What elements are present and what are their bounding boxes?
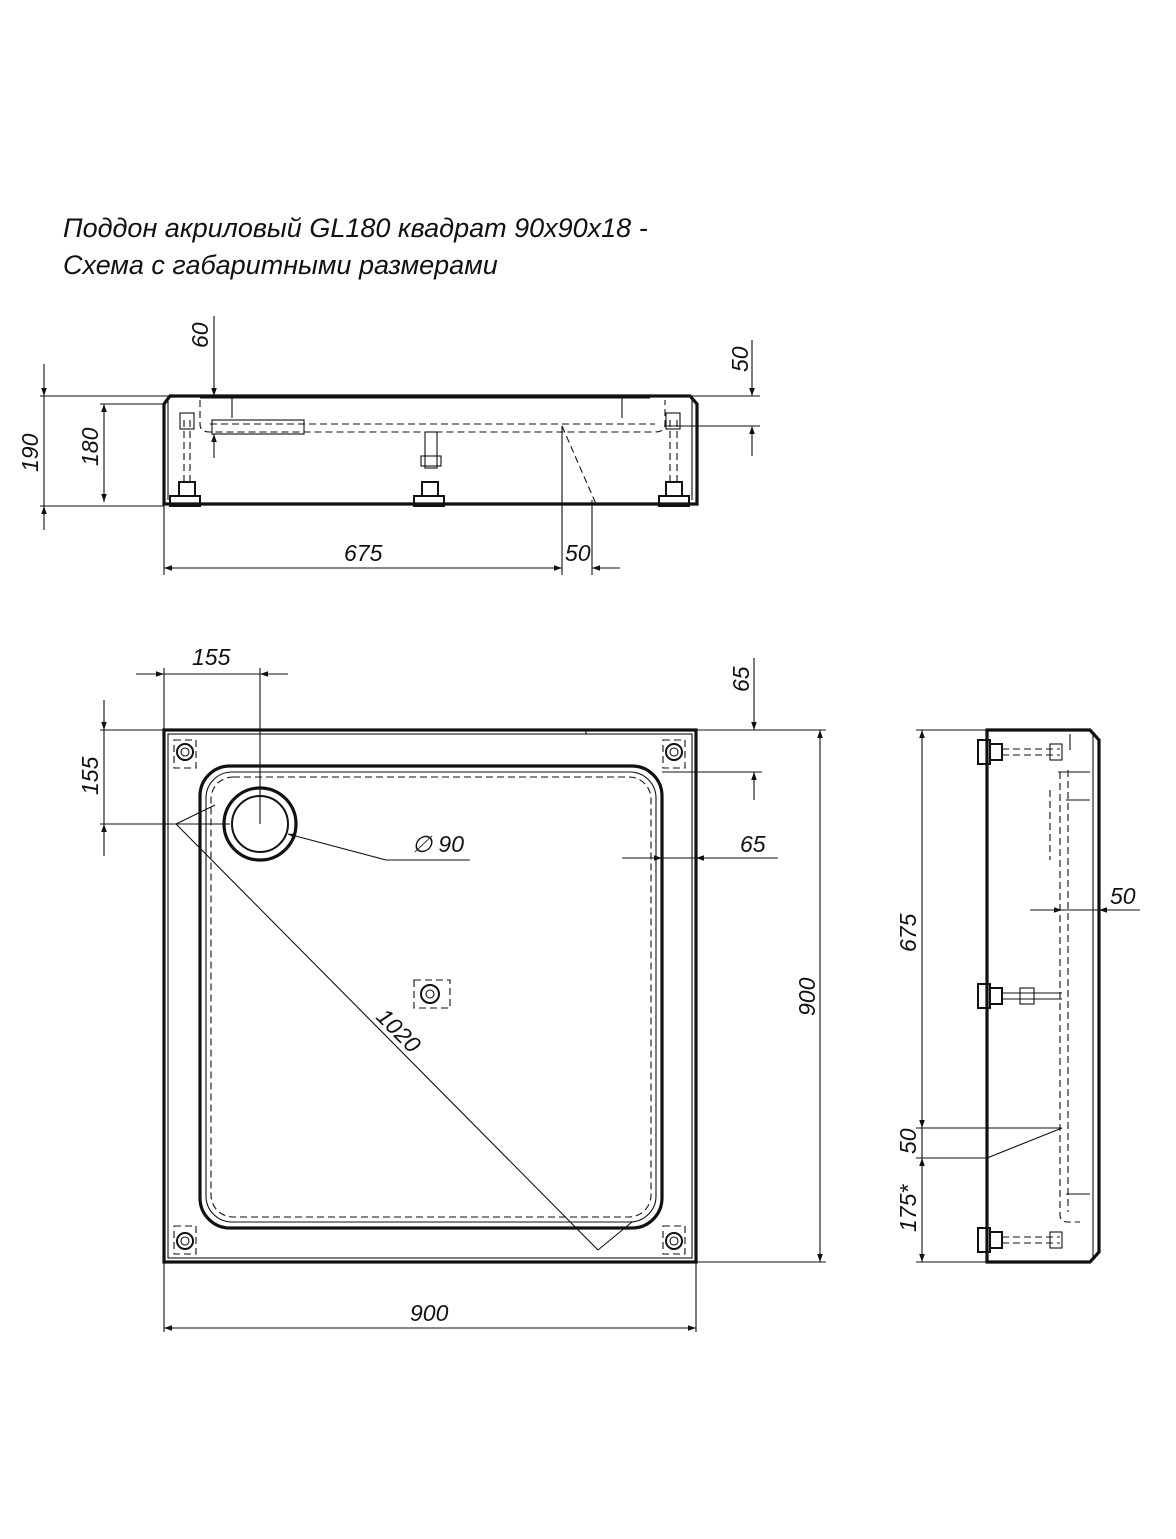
dim-65-top: 65 [728,658,757,800]
top-view-body [162,728,698,1264]
dim-50-left-label: 50 [895,1128,921,1154]
foot-top-right [662,739,686,769]
dim-65-side-label: 65 [740,831,766,857]
dim-675-side-label: 675 [895,913,921,952]
dim-width: 900 [164,1300,696,1331]
dim-50-top-label: 50 [727,346,753,372]
dim-675-side: 675 [895,730,925,1128]
dim-155-top: 155 [136,644,288,677]
dim-190-label: 190 [17,433,43,472]
top-view: 155 155 65 65 ∅ 90 [77,644,826,1332]
dim-50-right-label: 50 [1110,883,1136,909]
foot-center [413,979,451,1009]
front-view: 60 50 190 180 675 50 [17,316,760,575]
drawing-title-line2: Схема с габаритными размерами [63,250,498,280]
side-view-body [977,728,1101,1264]
dim-155-left: 155 [77,700,107,856]
front-view-extension-lines [40,395,760,575]
dim-675-front: 675 [164,540,562,571]
dim-175: 175* [895,1158,925,1262]
dim-175-label: 175* [895,1184,921,1232]
dim-50-bottom-label: 50 [565,540,591,566]
side-leg-middle [977,983,1062,1009]
side-view: 675 50 175* 50 [895,728,1140,1264]
dim-155-top-label: 155 [192,644,231,670]
dim-60-label: 60 [187,322,213,348]
top-view-extension-lines [100,668,826,1332]
dim-180-label: 180 [77,427,103,466]
dim-180: 180 [77,403,164,502]
dim-50-left: 50 [895,1128,923,1158]
dim-50-bottom: 50 [565,540,620,571]
foot-bottom-right [662,1225,686,1255]
dim-width-label: 900 [410,1300,449,1326]
dim-60: 60 [187,316,217,458]
dim-675-front-label: 675 [344,540,383,566]
dim-diameter: ∅ 90 [287,831,470,861]
side-leg-bottom [977,1227,1063,1253]
side-leg-top [977,739,1063,765]
foot-top-left [173,739,197,769]
dim-65-side: 65 [622,831,778,861]
dim-height-label: 900 [794,977,820,1016]
dim-65-top-label: 65 [728,666,754,692]
foot-bottom-left [173,1225,197,1255]
dim-diagonal: 1020 [175,804,633,1251]
dim-190: 190 [17,364,47,530]
front-view-body [162,394,699,507]
dim-50-right: 50 [1030,883,1140,913]
dim-diameter-label: ∅ 90 [412,831,464,857]
dim-height: 900 [794,730,823,1262]
dim-155-left-label: 155 [77,756,103,795]
drawing-title-line1: Поддон акриловый GL180 квадрат 90x90x18 … [63,213,648,243]
side-view-extension-lines [916,729,1062,1263]
dim-50-top: 50 [727,340,755,456]
